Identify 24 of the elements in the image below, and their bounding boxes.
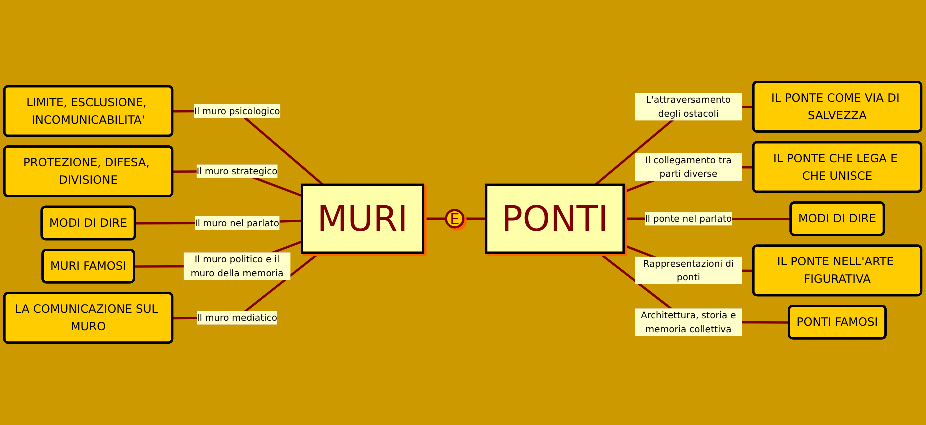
edge-label: Architettura, storia e memoria collettiva [635, 308, 742, 336]
edge-label: Il ponte nel parlato [645, 212, 732, 226]
topic-box: MURI [301, 184, 425, 254]
concept-box: MURI FAMOSI [42, 248, 136, 284]
concept-box: MODI DI DIRE [40, 206, 136, 241]
concept-box: PONTI FAMOSI [788, 304, 887, 340]
edge-label: Rappresentazioni di ponti [635, 256, 742, 284]
concept-box: LIMITE, ESCLUSIONE, INCOMUNICABILITA' [3, 85, 174, 138]
edge-label: Il muro nel parlato [195, 216, 280, 230]
edge-label: Il muro psicologico [194, 104, 280, 118]
edge-label: Il collegamento tra parti diverse [635, 154, 742, 181]
edge-label: Il muro strategico [196, 164, 278, 178]
connector-line [423, 218, 446, 220]
edge-label: Il muro mediatico [197, 311, 278, 325]
concept-box: IL PONTE CHE LEGA E CHE UNISCE [752, 141, 923, 194]
concept-box: LA COMUNICAZIONE SUL MURO [3, 292, 174, 344]
concept-box: IL PONTE NELL'ARTE FIGURATIVA [752, 244, 923, 297]
concept-box: PROTEZIONE, DIFESA, DIVISIONE [3, 146, 174, 198]
edge-label: L'attraversamento degli ostacoli [635, 93, 742, 121]
connector-line [464, 218, 486, 220]
topic-box: PONTI [485, 184, 625, 254]
concept-box: IL PONTE COME VIA DI SALVEZZA [752, 81, 923, 133]
connector-circle: E [445, 209, 465, 229]
concept-box: MODI DI DIRE [790, 202, 886, 236]
